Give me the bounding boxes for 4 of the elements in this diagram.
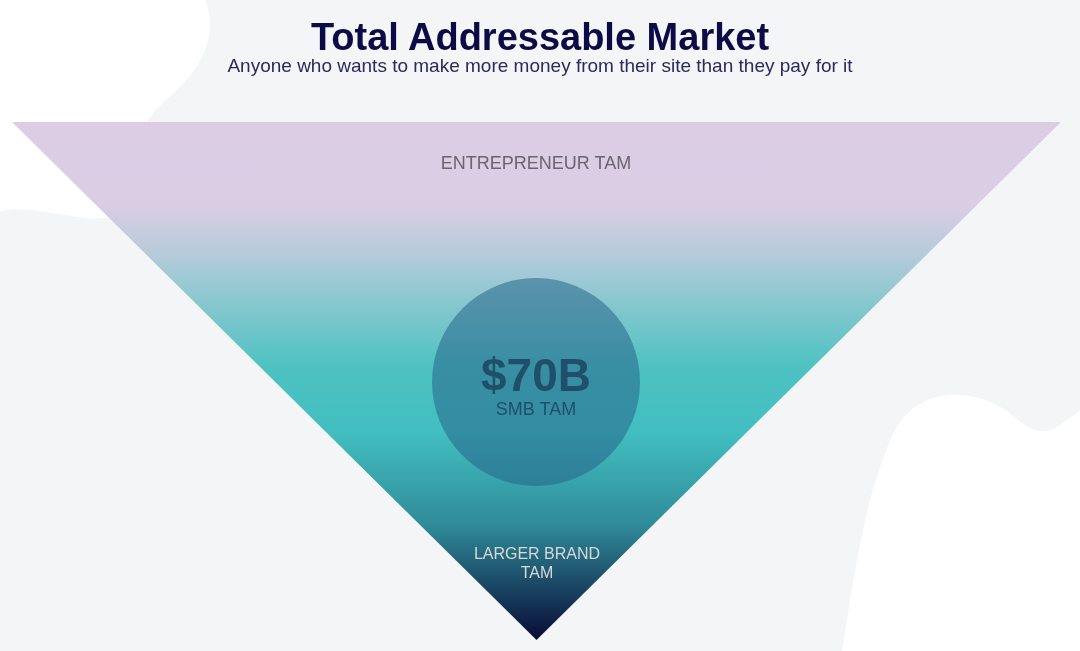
tier-label: ENTREPRENEUR TAM [439, 152, 633, 174]
tier-label: LARGER BRAND TAM [472, 544, 602, 582]
market-value: $70B [480, 350, 592, 400]
tier-label: SMB TAM [494, 398, 578, 420]
